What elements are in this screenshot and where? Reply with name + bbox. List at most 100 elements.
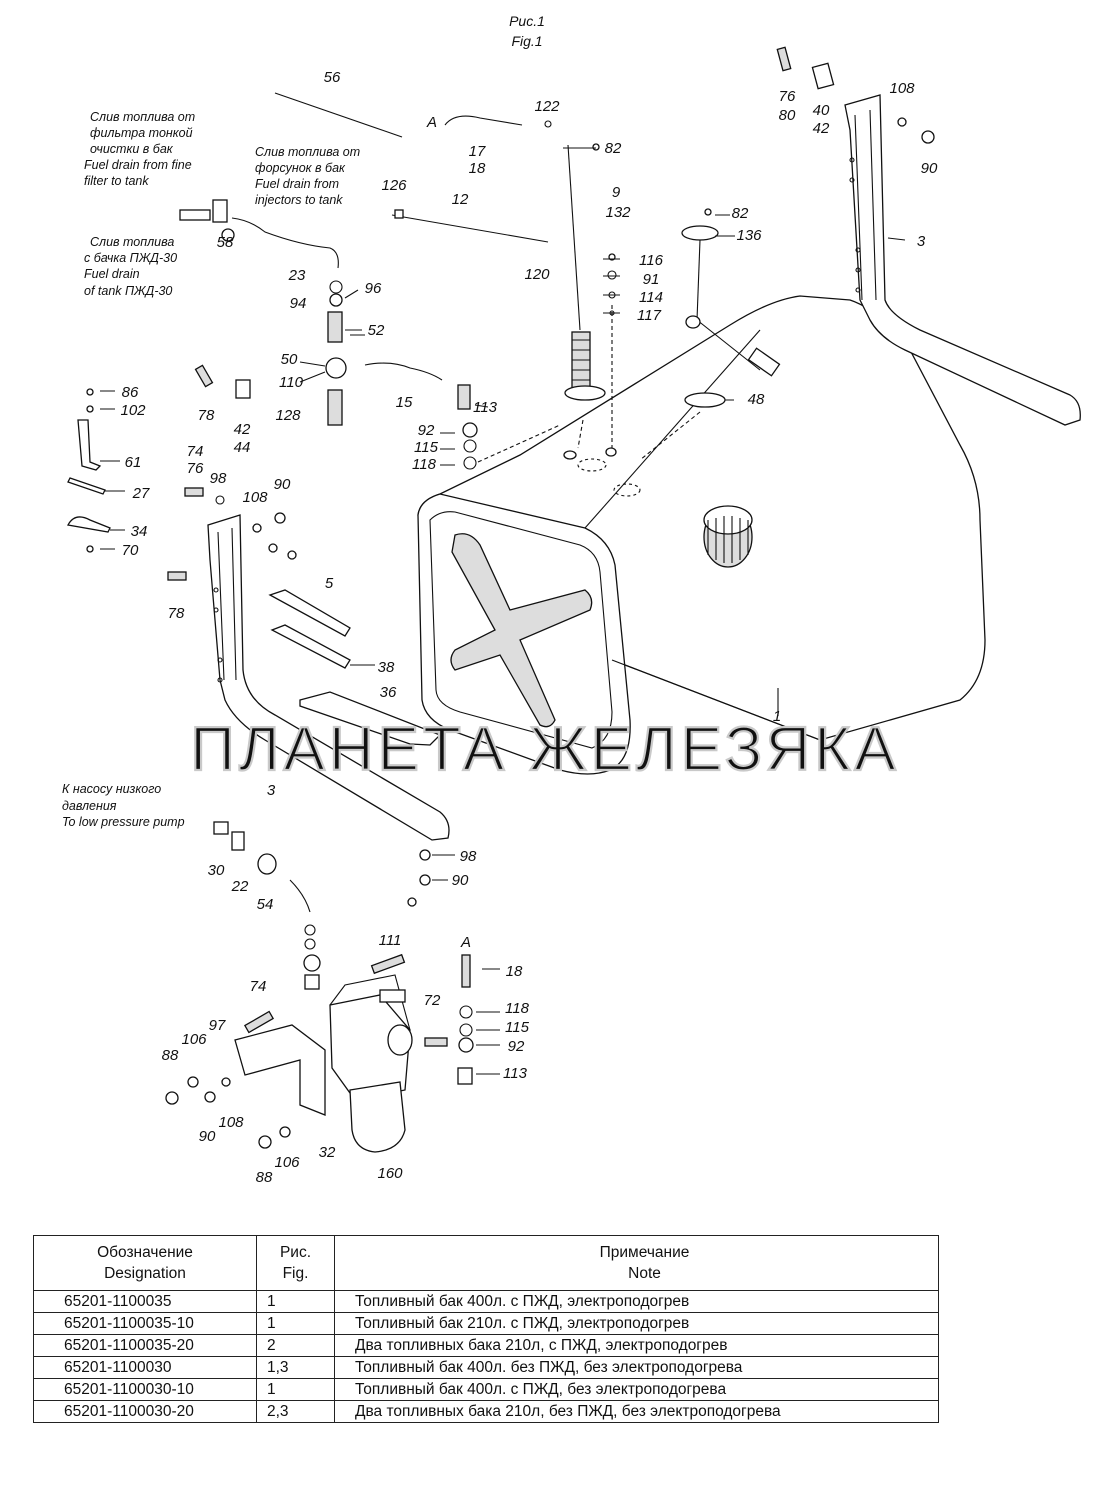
- svg-text:110: 110: [279, 374, 304, 391]
- fuel-gauge-sender-136: [681, 225, 781, 377]
- part-5: [268, 589, 351, 637]
- svg-text:A: A: [460, 934, 471, 951]
- svg-text:82: 82: [605, 140, 622, 157]
- header-fig: Рис. Fig.: [256, 1235, 335, 1291]
- fuel-filter-160: [329, 974, 413, 1153]
- table-row: 65201-1100035 1 Топливный бак 400л. с ПЖ…: [33, 1290, 939, 1313]
- cell-designation: 65201-1100030: [33, 1356, 257, 1379]
- svg-text:с бачка ПЖД-30: с бачка ПЖД-30: [84, 251, 177, 265]
- svg-text:113: 113: [473, 399, 498, 416]
- cell-fig: 1: [256, 1378, 335, 1401]
- svg-text:52: 52: [368, 322, 385, 339]
- svg-text:118: 118: [505, 1000, 530, 1017]
- svg-text:Слив топлива от: Слив топлива от: [90, 110, 195, 124]
- svg-text:42: 42: [234, 421, 251, 438]
- svg-text:Слив топлива от: Слив топлива от: [255, 145, 360, 159]
- svg-text:90: 90: [199, 1128, 216, 1145]
- cell-fig: 1: [256, 1312, 335, 1335]
- intake-tube-9: [564, 144, 606, 401]
- pipe-15: [364, 362, 443, 381]
- header-designation: Обозначение Designation: [33, 1235, 257, 1291]
- svg-text:очистки в бак: очистки в бак: [90, 142, 174, 156]
- svg-text:12: 12: [452, 191, 469, 208]
- svg-text:форсунок в бак: форсунок в бак: [255, 161, 346, 175]
- header-fig-ru: Рис.: [279, 1244, 312, 1261]
- svg-text:54: 54: [257, 896, 274, 913]
- svg-text:76: 76: [187, 460, 204, 477]
- svg-text:filter to tank: filter to tank: [84, 174, 149, 188]
- svg-text:58: 58: [217, 234, 234, 251]
- table-row: 65201-1100030-10 1 Топливный бак 400л. с…: [33, 1378, 939, 1401]
- svg-text:98: 98: [460, 848, 477, 865]
- svg-text:116: 116: [639, 252, 664, 269]
- strip-38: [270, 624, 351, 669]
- svg-text:61: 61: [125, 454, 142, 471]
- svg-text:18: 18: [469, 160, 486, 177]
- svg-text:98: 98: [210, 470, 227, 487]
- header-note-ru: Примечание: [599, 1244, 690, 1261]
- pipe-54: [289, 879, 311, 913]
- figure-title-en: Fig.1: [511, 33, 542, 49]
- svg-text:78: 78: [168, 605, 185, 622]
- strap-36: [299, 691, 442, 746]
- svg-text:38: 38: [378, 659, 395, 676]
- svg-text:128: 128: [275, 407, 301, 424]
- note-filter-drain: Слив топлива от фильтра тонкой очистки в…: [84, 110, 195, 188]
- cell-designation: 65201-1100035-10: [33, 1312, 257, 1335]
- svg-text:80: 80: [779, 107, 796, 124]
- header-designation-ru: Обозначение: [97, 1244, 193, 1261]
- mount-bracket-32: [234, 1024, 326, 1116]
- svg-text:96: 96: [365, 280, 382, 297]
- svg-text:56: 56: [324, 69, 341, 86]
- svg-text:115: 115: [414, 439, 439, 456]
- svg-text:Fuel drain from: Fuel drain from: [255, 177, 339, 191]
- svg-text:82: 82: [732, 205, 749, 222]
- cell-fig: 1: [256, 1290, 335, 1313]
- callouts: 56 A 17 18 122 82 76 80 40 42 108 90 126…: [120, 69, 938, 1186]
- cell-note: Топливный бак 400л. с ПЖД, без электропо…: [334, 1378, 939, 1401]
- note-injector-drain: Слив топлива от форсунок в бак Fuel drai…: [255, 145, 360, 207]
- cell-note: Два топливных бака 210л, с ПЖД, электроп…: [334, 1334, 939, 1357]
- svg-text:78: 78: [198, 407, 215, 424]
- cell-designation: 65201-1100035: [33, 1290, 257, 1313]
- svg-text:126: 126: [381, 177, 407, 194]
- svg-text:115: 115: [505, 1019, 530, 1036]
- svg-text:18: 18: [506, 963, 523, 980]
- cell-fig: 2: [256, 1334, 335, 1357]
- svg-text:48: 48: [748, 391, 765, 408]
- svg-text:86: 86: [122, 384, 139, 401]
- svg-text:111: 111: [379, 932, 402, 949]
- cell-designation: 65201-1100030-20: [33, 1400, 257, 1423]
- svg-text:90: 90: [274, 476, 291, 493]
- svg-text:114: 114: [639, 289, 663, 306]
- svg-text:74: 74: [187, 443, 204, 460]
- parts-exploded-diagram: Рис.1 Fig.1: [62, 13, 1081, 1186]
- cell-note: Два топливных бака 210л, без ПЖД, без эл…: [334, 1400, 939, 1423]
- table-row: 65201-1100030-20 2,3 Два топливных бака …: [33, 1400, 939, 1423]
- svg-text:92: 92: [418, 422, 435, 439]
- svg-text:To low pressure pump: To low pressure pump: [62, 815, 185, 829]
- fittings-cluster: [67, 46, 935, 1149]
- fuel-tank: [417, 295, 986, 775]
- svg-text:136: 136: [736, 227, 762, 244]
- svg-text:108: 108: [889, 80, 915, 97]
- svg-text:74: 74: [250, 978, 267, 995]
- svg-text:97: 97: [209, 1017, 226, 1034]
- svg-text:91: 91: [643, 271, 660, 288]
- pipe-12: [391, 214, 549, 243]
- header-note: Примечание Note: [334, 1235, 939, 1291]
- svg-text:118: 118: [412, 456, 437, 473]
- svg-text:70: 70: [122, 542, 139, 559]
- svg-text:117: 117: [637, 307, 662, 324]
- svg-text:90: 90: [452, 872, 469, 889]
- svg-text:Fuel drain: Fuel drain: [84, 267, 140, 281]
- header-designation-en: Designation: [104, 1265, 186, 1282]
- svg-text:36: 36: [380, 684, 397, 701]
- cell-fig: 2,3: [256, 1400, 335, 1423]
- svg-text:of tank ПЖД-30: of tank ПЖД-30: [84, 284, 172, 298]
- pipe-56: [274, 92, 403, 138]
- cell-note: Топливный бак 210л. с ПЖД, электроподогр…: [334, 1312, 939, 1335]
- table-row: 65201-1100030 1,3 Топливный бак 400л. бе…: [33, 1356, 939, 1379]
- pipe-23: [231, 217, 339, 269]
- watermark: ПЛАНЕТА ЖЕЛЕЗЯКА: [190, 715, 899, 784]
